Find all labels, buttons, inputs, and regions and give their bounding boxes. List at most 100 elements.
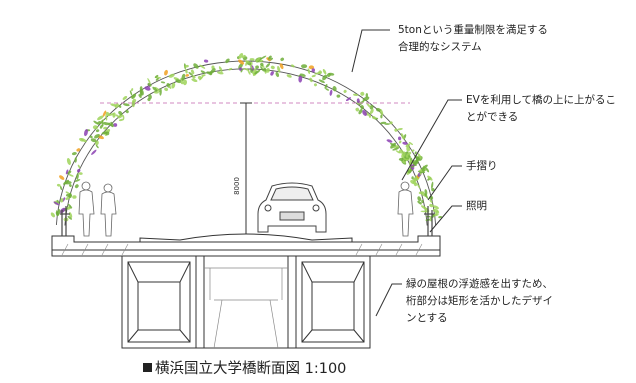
roof-foliage — [411, 176, 414, 180]
roof-foliage — [369, 108, 374, 115]
roof-foliage — [422, 164, 428, 170]
roof-foliage — [76, 173, 79, 180]
height-dimension-label: 8000 — [233, 177, 241, 195]
roof-foliage — [362, 110, 367, 116]
roof-foliage — [129, 90, 133, 96]
roof-foliage — [95, 144, 99, 149]
roof-foliage — [355, 107, 360, 112]
roof-foliage — [175, 79, 182, 84]
roof-foliage — [308, 65, 315, 70]
bridge-deck — [51, 233, 441, 257]
roof-foliage — [406, 146, 411, 152]
roof-foliage — [265, 63, 271, 68]
roof-foliage — [159, 88, 162, 96]
roof-foliage — [92, 125, 99, 130]
roof-foliage — [122, 96, 128, 100]
roof-foliage — [152, 86, 158, 92]
caption-square-icon — [143, 363, 152, 372]
roof-foliage — [91, 149, 97, 155]
roof-foliage — [76, 148, 81, 152]
handrail-left — [60, 206, 70, 236]
roof-foliage — [408, 141, 414, 146]
roof-foliage — [365, 102, 371, 108]
roof-foliage — [314, 72, 321, 75]
roof-foliage — [118, 118, 125, 122]
roof-foliage — [217, 71, 224, 75]
leader-lines — [351, 29, 462, 317]
roof-foliage — [182, 79, 188, 86]
roof-foliage — [139, 88, 144, 96]
roof-foliage — [67, 170, 72, 175]
roof-foliage — [65, 191, 71, 195]
roof-foliage — [345, 97, 352, 102]
roof-foliage — [417, 196, 422, 202]
roof-foliage — [184, 64, 189, 68]
roof-foliage — [56, 183, 61, 187]
roof-foliage — [431, 188, 435, 192]
roof-foliage — [389, 121, 393, 125]
roof-foliage — [94, 133, 100, 139]
roof-foliage — [429, 203, 434, 208]
roof-foliage — [99, 124, 103, 129]
roof-foliage — [69, 184, 72, 187]
roof-foliage — [326, 73, 331, 77]
car-front-view — [257, 182, 327, 233]
roof-foliage — [343, 89, 347, 93]
roof-foliage — [66, 206, 71, 210]
roof-foliage — [74, 179, 81, 182]
roof-foliage — [238, 53, 244, 59]
annotation-elevator-line1: EVを利用して橋の上に上がるこ — [466, 94, 617, 106]
roof-foliage — [424, 189, 428, 196]
roof-foliage — [115, 114, 119, 117]
roof-foliage — [107, 122, 111, 126]
roof-foliage — [168, 73, 175, 78]
drawing-caption: 横浜国立大学橋断面図 1:100 — [143, 357, 346, 378]
roof-foliage — [77, 168, 81, 173]
roof-foliage — [425, 167, 430, 173]
roof-foliage — [67, 215, 73, 220]
roof-foliage — [277, 65, 281, 73]
roof-foliage — [185, 74, 189, 77]
roof-foliage — [411, 149, 415, 152]
roof-foliage — [325, 88, 330, 91]
roof-foliage — [395, 150, 401, 154]
roof-foliage — [247, 70, 251, 75]
roof-foliage — [67, 203, 72, 207]
roof-foliage — [164, 69, 168, 76]
roof-foliage — [193, 63, 199, 69]
handrail-right — [424, 206, 434, 236]
roof-foliage — [122, 115, 125, 120]
roof-foliage — [53, 201, 60, 206]
roof-foliage — [438, 215, 443, 219]
roof-foliage — [147, 78, 151, 84]
roof-foliage — [298, 75, 303, 83]
roof-foliage — [301, 64, 308, 69]
girder-center-void — [204, 267, 288, 349]
roof-foliage — [249, 58, 255, 61]
roof-foliage — [160, 81, 166, 84]
annotation-lighting: 照明 — [466, 200, 487, 212]
roof-foliage — [375, 107, 381, 112]
roof-foliage — [144, 86, 151, 91]
roof-foliage — [398, 149, 403, 154]
deck-hatch — [61, 243, 423, 256]
roof-foliage — [123, 103, 130, 107]
roof-foliage — [101, 131, 108, 135]
roof-foliage — [138, 94, 142, 98]
roof-foliage — [254, 69, 261, 75]
roof-foliage — [185, 69, 188, 74]
roof-foliage — [188, 71, 194, 77]
roof-foliage — [199, 75, 204, 81]
roof-foliage — [131, 93, 137, 100]
roof-foliage — [414, 151, 417, 155]
roof-foliage — [77, 164, 81, 169]
roof-foliage — [369, 104, 374, 110]
roof-foliage — [255, 65, 259, 69]
roof-foliage — [110, 103, 117, 107]
annotation-weight-limit-line1: 5tonという重量制限を満足する — [398, 24, 548, 36]
roof-foliage — [358, 108, 363, 115]
roof-foliage — [394, 128, 398, 132]
roof-foliage — [103, 126, 108, 130]
roof-foliage — [324, 83, 328, 89]
